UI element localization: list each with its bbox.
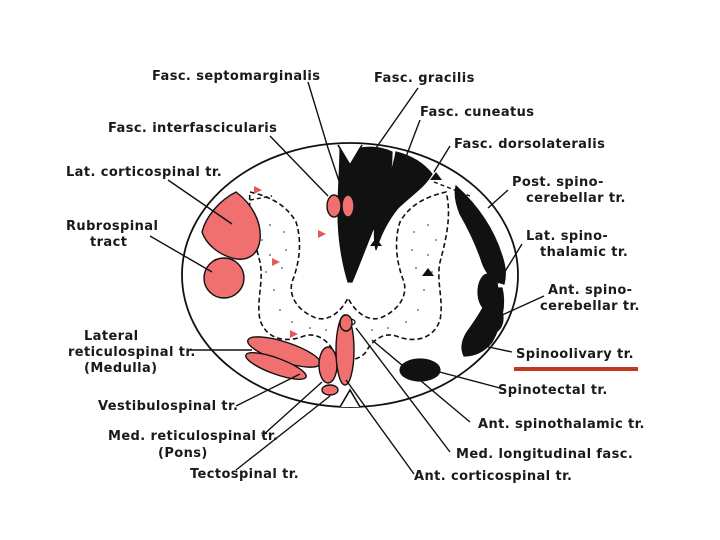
lat-corticospinal-region [201, 191, 261, 260]
arrow-icon [430, 172, 442, 180]
label-spinotectal: Spinotectal tr. [498, 383, 608, 398]
anterior-median-fissure [339, 388, 361, 408]
label-ant-spinocerebellar-1: Ant. spino- [548, 283, 632, 298]
label-lat-spinothalamic-1: Lat. spino- [526, 229, 608, 244]
label-fasc-interfascicularis: Fasc. interfascicularis [108, 121, 277, 136]
label-vestibulospinal: Vestibulospinal tr. [98, 399, 238, 414]
label-med-longitudinal: Med. longitudinal fasc. [456, 447, 633, 462]
rubrospinal-region [203, 257, 245, 299]
label-fasc-dorsolateralis: Fasc. dorsolateralis [454, 137, 605, 152]
label-med-reticulospinal-2: (Pons) [158, 446, 208, 461]
label-lat-reticulospinal-1: Lateral [84, 329, 139, 344]
leader-lines [149, 81, 545, 475]
arrow-icon [272, 258, 280, 266]
tectospinal-region [321, 384, 339, 396]
vestibulospinal-region [245, 352, 307, 380]
label-rubrospinal-2: tract [90, 235, 127, 250]
lat-corticospinal-border [249, 195, 273, 201]
label-spinoolivary: Spinoolivary tr. [516, 347, 634, 362]
label-fasc-septomarginalis: Fasc. septomarginalis [152, 69, 320, 84]
label-lat-reticulospinal-2: reticulospinal tr. [68, 345, 196, 360]
gray-matter [248, 191, 450, 361]
label-fasc-cuneatus: Fasc. cuneatus [420, 105, 534, 120]
fasc-septomarginalis-region [341, 194, 355, 218]
label-med-reticulospinal-1: Med. reticulospinal tr. [108, 429, 278, 444]
spinoolivary-highlight-underline [514, 367, 638, 371]
arrow-icon [318, 230, 326, 238]
fasc-interfascicularis-region [326, 194, 342, 218]
label-lat-spinothalamic-2: thalamic tr. [540, 245, 628, 260]
arrow-icon [254, 186, 262, 194]
arrow-icon [422, 268, 434, 276]
med-longitudinal-region [339, 314, 353, 332]
label-ant-spinocerebellar-2: cerebellar tr. [540, 299, 640, 314]
label-lat-reticulospinal-3: (Medulla) [84, 361, 157, 376]
label-ant-spinothalamic: Ant. spinothalamic tr. [478, 417, 645, 432]
label-lat-corticospinal: Lat. corticospinal tr. [66, 165, 222, 180]
med-reticulospinal-region [318, 346, 338, 384]
label-tectospinal: Tectospinal tr. [190, 467, 299, 482]
label-ant-corticospinal: Ant. corticospinal tr. [414, 469, 572, 484]
arrow-icon [370, 238, 382, 246]
label-post-spinocerebellar-1: Post. spino- [512, 175, 604, 190]
label-fasc-gracilis: Fasc. gracilis [374, 71, 475, 86]
label-post-spinocerebellar-2: cerebellar tr. [526, 191, 626, 206]
arrow-icon [290, 330, 298, 338]
fasc-cuneatus-region [373, 151, 433, 251]
spinoolivary-region [484, 303, 504, 333]
label-rubrospinal-1: Rubrospinal [66, 219, 158, 234]
